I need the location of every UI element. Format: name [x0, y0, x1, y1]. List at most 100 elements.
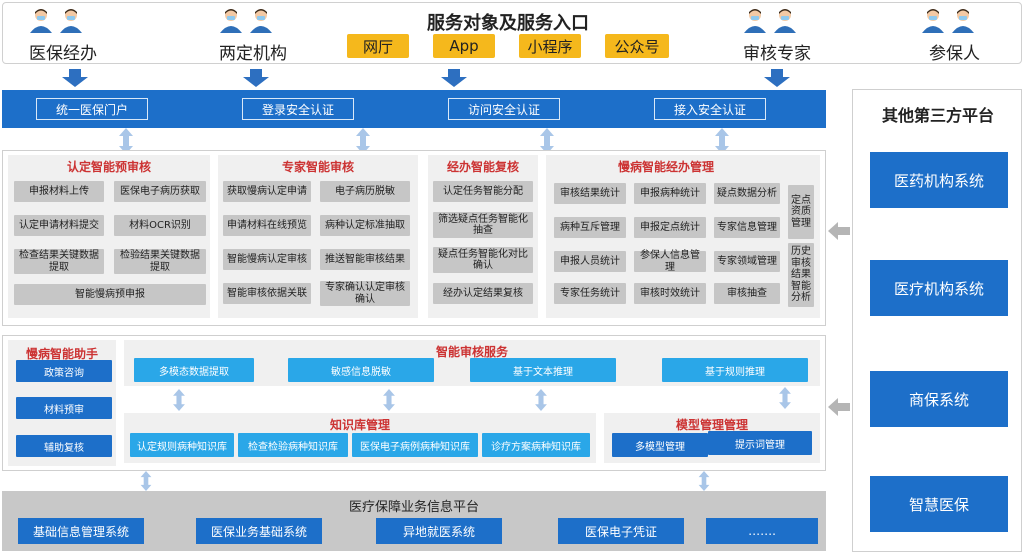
platform-panel: 医疗保障业务信息平台 基础信息管理系统 医保业务基础系统 异地就医系统 医保电子…	[2, 491, 826, 551]
item-button[interactable]: 认定申请材料提交	[14, 215, 104, 236]
panel-expert-audit: 专家智能审核 获取慢病认定申请 电子病历脱敏 申请材料在线预览 病种认定标准抽取…	[218, 155, 418, 318]
double-arrow-icon	[715, 128, 729, 154]
portal-access-auth-button[interactable]: 访问安全认证	[448, 98, 560, 120]
arrow-left-icon	[828, 222, 850, 240]
item-button[interactable]: 审核结果统计	[554, 183, 626, 204]
panel-title: 专家智能审核	[281, 160, 354, 174]
page-title: 服务对象及服务入口	[427, 13, 589, 34]
item-button[interactable]: 病种互斥管理	[554, 217, 626, 238]
service-title: 智能审核服务	[435, 345, 508, 359]
item-button[interactable]: 病种认定标准抽取	[320, 215, 410, 236]
item-button[interactable]: 申报材料上传	[14, 181, 104, 202]
item-button[interactable]: 筛选疑点任务智能化抽查	[433, 212, 533, 238]
knowledge-button[interactable]: 诊疗方案病种知识库	[482, 433, 590, 457]
platform-system-button[interactable]: 异地就医系统	[376, 518, 502, 544]
person-icon	[952, 9, 974, 33]
entry-web-hall[interactable]: 网厅	[347, 34, 409, 58]
item-button[interactable]: 专家信息管理	[714, 217, 780, 238]
double-arrow-icon	[173, 389, 185, 411]
side-item-button[interactable]: 历史审核结果智能分析	[788, 243, 814, 307]
person-icon	[774, 9, 796, 33]
material-precheck-button[interactable]: 材料预审	[16, 397, 112, 419]
double-arrow-icon	[356, 128, 370, 154]
panel-audit-service: 智能审核服务 多模态数据提取 敏感信息脱敏 基于文本推理 基于规则推理	[124, 340, 820, 386]
third-party-system-button[interactable]: 商保系统	[870, 371, 1008, 427]
person-icon	[60, 9, 82, 33]
panel-knowledge-base: 知识库管理 认定规则病种知识库 检查检验病种知识库 医保电子病例病种知识库 诊疗…	[124, 413, 596, 463]
multi-model-button[interactable]: 多模型管理	[612, 433, 708, 457]
panel-recheck: 经办智能复核 认定任务智能分配 筛选疑点任务智能化抽查 疑点任务智能化对比确认 …	[428, 155, 538, 318]
item-button[interactable]: 申报人员统计	[554, 251, 626, 272]
double-arrow-icon	[140, 471, 152, 491]
panel-title: 认定智能预审核	[66, 160, 151, 174]
arrow-down-icon	[62, 69, 88, 87]
item-button[interactable]: 申请材料在线预览	[223, 215, 311, 236]
panel-model-management: 模型管理管理 多模型管理 提示词管理	[604, 413, 820, 463]
item-button[interactable]: 电子病历脱敏	[320, 181, 410, 202]
portal-unified-button[interactable]: 统一医保门户	[36, 98, 148, 120]
item-button[interactable]: 申报定点统计	[634, 217, 706, 238]
platform-system-button[interactable]: 医保电子凭证	[558, 518, 684, 544]
platform-title: 医疗保障业务信息平台	[348, 500, 479, 515]
assist-recheck-button[interactable]: 辅助复核	[16, 435, 112, 457]
item-button[interactable]: 智能审核依据关联	[223, 283, 311, 304]
service-button[interactable]: 基于规则推理	[662, 358, 808, 382]
entry-official-account[interactable]: 公众号	[605, 34, 669, 58]
item-button[interactable]: 疑点数据分析	[714, 183, 780, 204]
portal-bar: 统一医保门户 登录安全认证 访问安全认证 接入安全认证	[2, 90, 826, 128]
third-party-system-button[interactable]: 智慧医保	[870, 476, 1008, 532]
third-party-panel: 其他第三方平台 医药机构系统 医疗机构系统 商保系统 智慧医保	[852, 89, 1022, 552]
double-arrow-icon	[540, 128, 554, 154]
service-button[interactable]: 敏感信息脱敏	[288, 358, 434, 382]
entry-app[interactable]: App	[433, 34, 495, 58]
item-button[interactable]: 审核时效统计	[634, 283, 706, 304]
panel-assistant: 慢病智能助手 政策咨询 材料预审 辅助复核	[8, 340, 116, 466]
third-party-system-button[interactable]: 医疗机构系统	[870, 260, 1008, 316]
knowledge-title: 知识库管理	[329, 418, 390, 432]
item-button[interactable]: 申报病种统计	[634, 183, 706, 204]
item-button[interactable]: 获取慢病认定申请	[223, 181, 311, 202]
service-button[interactable]: 多模态数据提取	[134, 358, 254, 382]
double-arrow-icon	[535, 389, 547, 411]
item-button[interactable]: 检验结果关键数据提取	[114, 249, 206, 274]
third-party-system-button[interactable]: 医药机构系统	[870, 152, 1008, 208]
platform-more-button[interactable]: …….	[706, 518, 818, 544]
assistant-title: 慢病智能助手	[26, 347, 99, 361]
item-button[interactable]: 专家领域管理	[714, 251, 780, 272]
item-button[interactable]: 智能慢病认定审核	[223, 249, 311, 270]
knowledge-button[interactable]: 医保电子病例病种知识库	[352, 433, 478, 457]
item-button[interactable]: 推送智能审核结果	[320, 249, 410, 270]
entry-mini-program[interactable]: 小程序	[519, 34, 581, 58]
item-button[interactable]: 经办认定结果复核	[433, 283, 533, 304]
item-button[interactable]: 认定任务智能分配	[433, 181, 533, 202]
policy-consult-button[interactable]: 政策咨询	[16, 360, 112, 382]
item-button[interactable]: 材料OCR识别	[114, 215, 206, 236]
portal-connect-auth-button[interactable]: 接入安全认证	[654, 98, 766, 120]
arrow-down-icon	[764, 69, 790, 87]
platform-system-button[interactable]: 医保业务基础系统	[196, 518, 322, 544]
item-button[interactable]: 智能慢病预申报	[14, 284, 206, 305]
double-arrow-icon	[383, 389, 395, 411]
third-party-title: 其他第三方平台	[881, 106, 994, 125]
audience-label: 医保经办	[29, 44, 97, 64]
item-button[interactable]: 专家任务统计	[554, 283, 626, 304]
side-item-button[interactable]: 定点资质管理	[788, 185, 814, 239]
item-button[interactable]: 专家确认认定审核确认	[320, 281, 410, 306]
prompt-button[interactable]: 提示词管理	[708, 431, 812, 455]
item-button[interactable]: 审核抽查	[714, 283, 780, 304]
double-arrow-icon	[698, 471, 710, 491]
audience-label: 审核专家	[743, 44, 811, 64]
knowledge-button[interactable]: 认定规则病种知识库	[130, 433, 234, 457]
audience-label: 两定机构	[219, 44, 287, 64]
arrow-down-icon	[243, 69, 269, 87]
item-button[interactable]: 检查结果关键数据提取	[14, 249, 104, 274]
item-button[interactable]: 参保人信息管理	[634, 250, 706, 273]
service-button[interactable]: 基于文本推理	[470, 358, 616, 382]
platform-system-button[interactable]: 基础信息管理系统	[18, 518, 144, 544]
person-icon	[30, 9, 52, 33]
portal-login-auth-button[interactable]: 登录安全认证	[242, 98, 354, 120]
knowledge-button[interactable]: 检查检验病种知识库	[238, 433, 348, 457]
item-button[interactable]: 医保电子病历获取	[114, 181, 206, 202]
item-button[interactable]: 疑点任务智能化对比确认	[433, 247, 533, 273]
model-title: 模型管理管理	[675, 418, 748, 432]
